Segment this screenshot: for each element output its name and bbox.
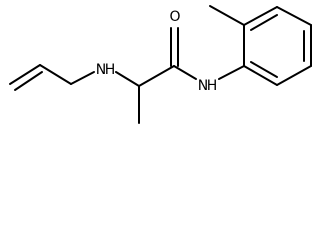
amide-hydrogen-label: H bbox=[207, 78, 218, 94]
amine-hydrogen-label: H bbox=[105, 62, 116, 78]
ortho-methyl-bond bbox=[209, 5, 245, 26]
chemical-structure-diagram: N H O N H bbox=[9, 5, 312, 124]
allyl-to-amine-bond bbox=[70, 71, 95, 85]
allyl-bond bbox=[39, 64, 72, 85]
structure-canvas: N H O N H bbox=[9, 5, 312, 124]
vinyl-double-bond-inner bbox=[14, 71, 43, 91]
carbonyl-to-amide-nitrogen-bond bbox=[173, 65, 197, 80]
amide-nitrogen-to-ring-bond bbox=[218, 65, 245, 80]
carbonyl-oxygen-label: O bbox=[169, 9, 180, 25]
ring-bond-5 bbox=[276, 65, 312, 86]
amine-to-alpha-carbon-bond bbox=[115, 71, 140, 87]
alpha-to-carbonyl-bond bbox=[138, 65, 175, 87]
vinyl-double-bond-outer bbox=[9, 64, 41, 85]
ring-bond-3 bbox=[276, 6, 312, 26]
ring-inner-bond-3 bbox=[250, 61, 278, 78]
ring-bond-6 bbox=[243, 65, 278, 86]
amine-nitrogen-label: N bbox=[96, 62, 106, 78]
ring-bond-2 bbox=[243, 6, 278, 26]
amide-nitrogen-label: N bbox=[198, 78, 208, 94]
ring-inner-bond-1 bbox=[250, 14, 278, 31]
